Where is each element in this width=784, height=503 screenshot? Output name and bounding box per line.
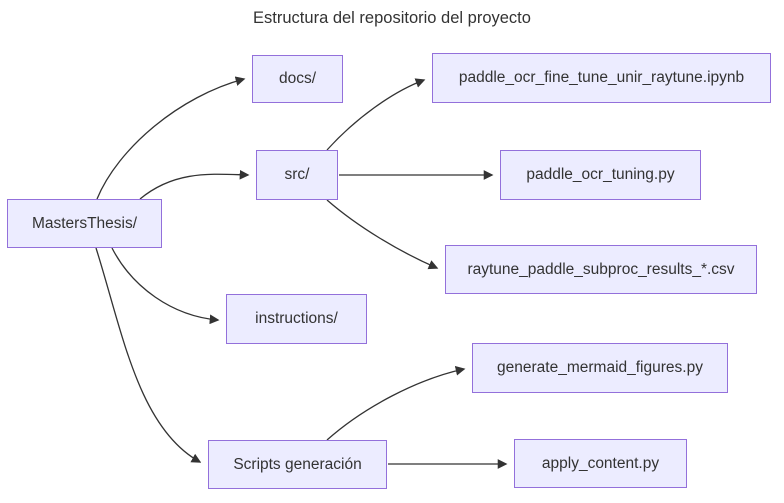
node-instructions: instructions/	[226, 294, 367, 344]
edge-masters-to-src	[139, 169, 250, 200]
edge-masters-to-docs	[96, 76, 246, 200]
node-raytune-results-csv: raytune_paddle_subproc_results_*.csv	[445, 245, 757, 294]
node-scripts-generacion: Scripts generación	[208, 440, 387, 489]
node-paddle-ocr-tuning-script-label: paddle_ocr_tuning.py	[526, 166, 675, 183]
edge-masters-to-instructions	[111, 247, 220, 325]
node-masters-thesis-label: MastersThesis/	[31, 214, 138, 232]
node-docs: docs/	[252, 55, 343, 103]
node-generate-mermaid-figures-script: generate_mermaid_figures.py	[472, 343, 728, 393]
edge-src-to-ipynb	[326, 78, 426, 151]
node-src-label: src/	[284, 166, 310, 183]
edge-scripts-to-genfig	[326, 365, 466, 441]
diagram-title: Estructura del repositorio del proyecto	[253, 9, 531, 27]
edge-src-to-csv	[326, 199, 439, 270]
node-instructions-label: instructions/	[255, 310, 338, 327]
node-paddle-ocr-fine-tune-notebook: paddle_ocr_fine_tune_unir_raytune.ipynb	[432, 53, 771, 103]
node-src: src/	[256, 150, 338, 200]
node-raytune-results-csv-label: raytune_paddle_subproc_results_*.csv	[467, 260, 735, 278]
node-docs-label: docs/	[278, 70, 317, 87]
node-apply-content-script-label: apply_content.py	[541, 454, 660, 472]
node-apply-content-script: apply_content.py	[514, 439, 687, 488]
node-masters-thesis: MastersThesis/	[7, 199, 162, 248]
node-paddle-ocr-tuning-script: paddle_ocr_tuning.py	[500, 150, 701, 200]
node-generate-mermaid-figures-script-label: generate_mermaid_figures.py	[497, 359, 703, 376]
edge-masters-to-scripts	[95, 247, 202, 463]
node-paddle-ocr-fine-tune-notebook-label: paddle_ocr_fine_tune_unir_raytune.ipynb	[458, 69, 745, 86]
node-scripts-generacion-label: Scripts generación	[233, 455, 362, 473]
